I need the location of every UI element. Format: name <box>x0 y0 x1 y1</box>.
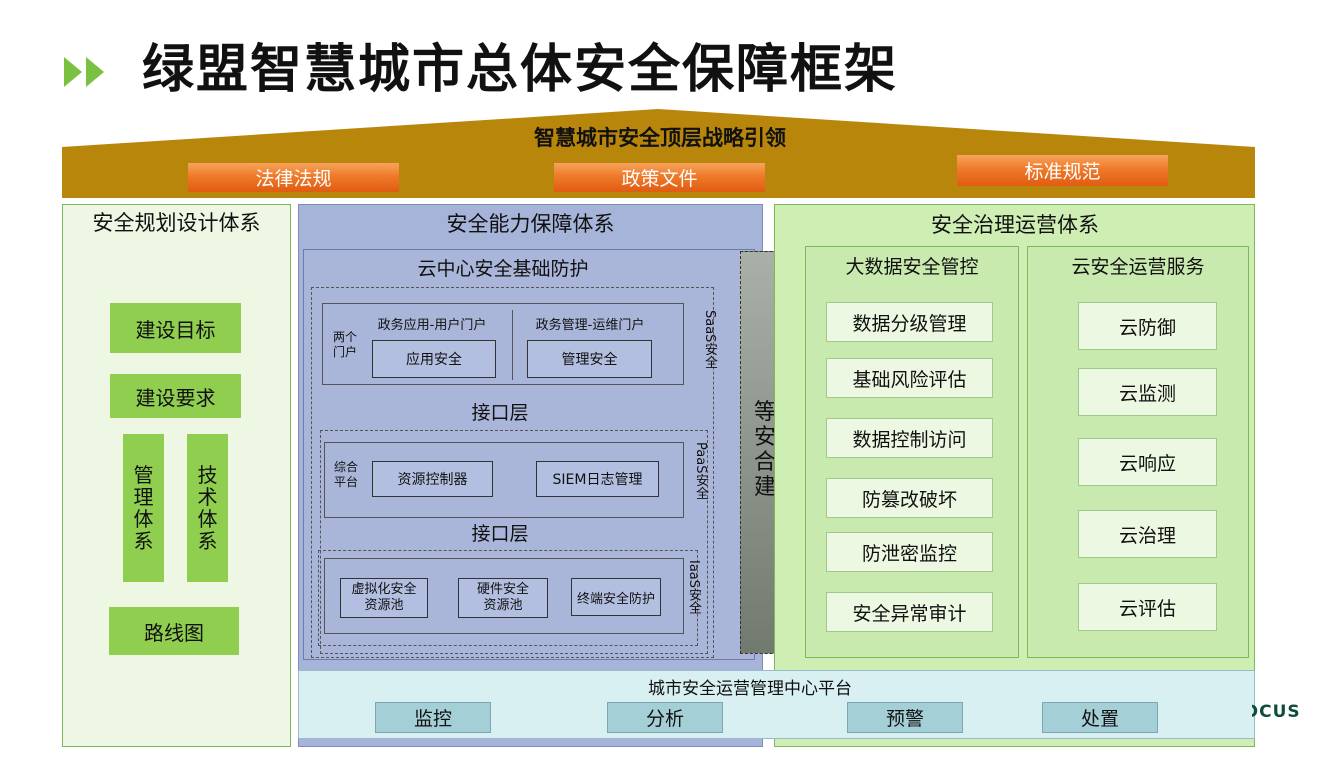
platform-item-monitor: 监控 <box>375 702 491 733</box>
siem-log-box: SIEM日志管理 <box>536 461 659 497</box>
roof-item-policy: 政策文件 <box>554 163 765 192</box>
portals-label: 两个 门户 <box>333 330 358 359</box>
platform-label: 综合 平台 <box>334 460 359 489</box>
construction-requirement-box: 建设要求 <box>110 374 241 418</box>
virtualization-pool-box: 虚拟化安全 资源池 <box>340 578 428 618</box>
paas-region <box>320 430 708 654</box>
paas-platform-frame <box>324 442 684 518</box>
page-title: 绿盟智慧城市总体安全保障框架 <box>142 40 899 100</box>
bigdata-item-risk: 基础风险评估 <box>826 358 993 398</box>
roof-item-standard: 标准规范 <box>957 155 1168 186</box>
bigdata-control-title: 大数据安全管控 <box>845 255 979 278</box>
cloud-center-title: 云中心安全基础防护 <box>417 257 589 280</box>
iaas-frame <box>324 558 684 634</box>
app-security-box: 应用安全 <box>372 340 496 378</box>
interface-layer-2: 接口层 <box>471 522 529 545</box>
gov-mgmt-portal-label: 政务管理-运维门户 <box>535 317 645 333</box>
saas-side-label: SaaS安全 <box>702 310 717 369</box>
interface-layer-1: 接口层 <box>471 401 529 424</box>
iaas-region <box>318 550 698 646</box>
paas-side-label: PaaS安全 <box>693 442 708 500</box>
cloud-ops-governance: 云治理 <box>1078 510 1217 558</box>
planning-design-column <box>62 204 291 747</box>
bigdata-item-audit: 安全异常审计 <box>826 592 993 632</box>
cloud-ops-assessment: 云评估 <box>1078 583 1217 631</box>
technology-system-box: 技 术 体 系 <box>187 434 228 582</box>
cloud-ops-defense: 云防御 <box>1078 302 1217 350</box>
gov-app-portal-label: 政务应用-用户门户 <box>377 317 487 333</box>
platform-item-warning: 预警 <box>847 702 963 733</box>
roadmap-box: 路线图 <box>109 607 239 655</box>
construction-goal-box: 建设目标 <box>110 303 241 353</box>
hardware-pool-box: 硬件安全 资源池 <box>458 578 548 618</box>
saas-portal-frame <box>322 303 684 385</box>
governance-operation-title: 安全治理运营体系 <box>931 213 1099 237</box>
cloud-ops-monitor: 云监测 <box>1078 368 1217 416</box>
cloud-ops-response: 云响应 <box>1078 438 1217 486</box>
title-arrow-icon <box>64 54 114 90</box>
cloud-ops-title: 云安全运营服务 <box>1071 255 1205 278</box>
bigdata-item-grading: 数据分级管理 <box>826 302 993 342</box>
bigdata-item-tamper: 防篡改破坏 <box>826 478 993 518</box>
bigdata-item-access: 数据控制访问 <box>826 418 993 458</box>
bigdata-item-leak: 防泄密监控 <box>826 532 993 572</box>
management-system-box: 管 理 体 系 <box>123 434 164 582</box>
planning-design-title: 安全规划设计体系 <box>92 211 261 235</box>
platform-item-analysis: 分析 <box>607 702 723 733</box>
resource-controller-box: 资源控制器 <box>372 461 493 497</box>
mgmt-security-box: 管理安全 <box>527 340 652 378</box>
terminal-security-box: 终端安全防护 <box>571 578 661 616</box>
roof-item-law: 法律法规 <box>188 163 399 192</box>
portal-divider <box>512 310 513 380</box>
operation-center-title: 城市安全运营管理中心平台 <box>648 678 852 699</box>
platform-item-disposal: 处置 <box>1042 702 1158 733</box>
saas-region <box>311 287 714 658</box>
iaas-side-label: IaaS安全 <box>686 560 701 615</box>
roof-title: 智慧城市安全顶层战略引领 <box>534 126 786 150</box>
capability-assurance-title: 安全能力保障体系 <box>446 212 615 236</box>
logo-fragment: DCUS <box>1252 702 1301 722</box>
